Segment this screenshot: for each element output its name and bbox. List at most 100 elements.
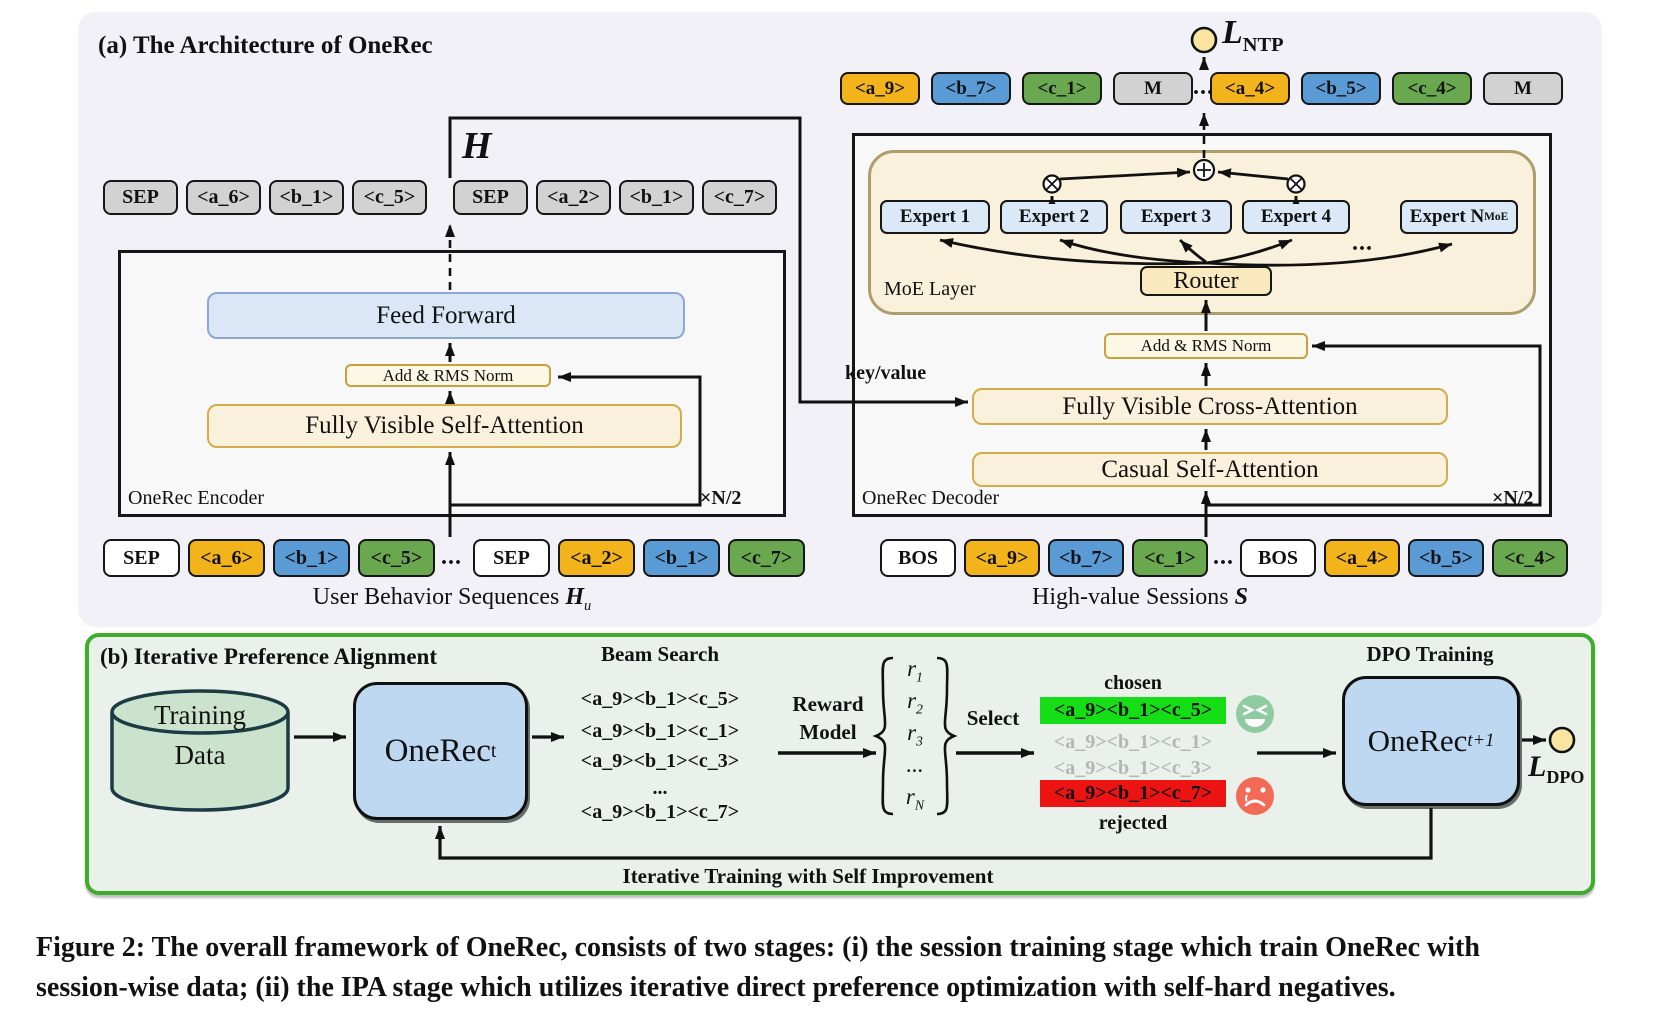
token: <c_1> [1132, 539, 1208, 577]
feed-forward-box: Feed Forward [207, 292, 685, 339]
token: <a_9> [964, 539, 1040, 577]
token: <c_5> [352, 180, 427, 215]
token: <c_7> [728, 539, 805, 577]
onerec-t1-sub: t+1 [1467, 730, 1495, 751]
loss-ntp-sub: NTP [1242, 33, 1284, 56]
token: SEP [473, 539, 550, 577]
encoder-label: OneRec Encoder [128, 487, 265, 509]
expert-1-box: Expert 1 [880, 200, 990, 234]
token: <b_1> [273, 539, 350, 577]
router-box: Router [1140, 266, 1272, 296]
token: <a_9> [840, 72, 920, 105]
caption-line1: Figure 2: The overall framework of OneRe… [36, 932, 1480, 963]
token: SEP [103, 539, 180, 577]
beam-search-title: Beam Search [600, 642, 719, 666]
reward-model-line1: Reward [792, 692, 864, 716]
token: <a_6> [188, 539, 265, 577]
casual-self-attention-box: Casual Self-Attention [972, 452, 1448, 487]
loss-ntp-symbol: L [1222, 14, 1243, 51]
expert-3-box: Expert 3 [1120, 200, 1232, 234]
token: BOS [1240, 539, 1316, 577]
token: <b_1> [269, 180, 344, 215]
encoder-repeat-label: ×N/2 [700, 487, 742, 509]
token: <b_5> [1408, 539, 1484, 577]
iterative-training-label: Iterative Training with Self Improvement [622, 864, 994, 888]
token: <c_4> [1492, 539, 1568, 577]
beam-search-item: <a_9><b_1><c_3> [580, 750, 740, 772]
candidate-neutral: <a_9><b_1><c_3> [1053, 757, 1213, 779]
reward-item: rN [905, 784, 925, 813]
token: <c_4> [1392, 72, 1472, 105]
beam-search-item: <a_9><b_1><c_1> [580, 720, 740, 742]
reward-item: r2 [907, 688, 923, 717]
token: <a_4> [1324, 539, 1400, 577]
candidate-chosen: <a_9><b_1><c_5> [1040, 697, 1226, 724]
decoder-input-text: High-value Sessions [1031, 584, 1235, 610]
chosen-label: chosen [1104, 672, 1162, 694]
token: <b_1> [643, 539, 720, 577]
row-ellipsis: ... [1193, 74, 1214, 100]
token: <c_7> [702, 180, 777, 215]
beam-search-item: <a_9><b_1><c_5> [580, 688, 740, 710]
token: M [1483, 72, 1563, 105]
expert-n-sub: MoE [1484, 211, 1509, 223]
decoder-add-rms-box: Add & RMS Norm [1104, 333, 1308, 359]
candidate-rejected: <a_9><b_1><c_7> [1040, 780, 1226, 807]
select-label: Select [966, 706, 1020, 730]
loss-ntp-label: LNTP [1222, 14, 1284, 57]
panel-a-title: (a) The Architecture of OneRec [98, 32, 433, 59]
decoder-input-math: S [1234, 584, 1248, 610]
onerec-t1-base: OneRec [1367, 723, 1468, 758]
row-ellipsis: ... [441, 544, 462, 570]
key-value-label: key/value [845, 362, 927, 384]
reward-item: r3 [907, 720, 923, 749]
dpo-training-label: DPO Training [1366, 642, 1494, 666]
token: <a_2> [536, 180, 611, 215]
reward-item: ... [906, 752, 924, 777]
token: <b_7> [1048, 539, 1124, 577]
token: <b_1> [619, 180, 694, 215]
token: <c_5> [358, 539, 435, 577]
loss-dpo-label: LDPO [1528, 750, 1584, 788]
decoder-repeat-label: ×N/2 [1492, 487, 1534, 509]
token: <a_4> [1210, 72, 1290, 105]
expert-2-box: Expert 2 [1000, 200, 1108, 234]
row-ellipsis: ... [1213, 544, 1234, 570]
hidden-states-label: H [462, 125, 492, 167]
reward-model-line2: Model [799, 720, 857, 744]
rejected-label: rejected [1098, 812, 1168, 834]
figure-caption: Figure 2: The overall framework of OneRe… [36, 928, 1644, 1008]
token: BOS [880, 539, 956, 577]
token: <a_6> [186, 180, 261, 215]
panel-b-title: (b) Iterative Preference Alignment [100, 644, 438, 669]
token: <b_5> [1301, 72, 1381, 105]
candidate-neutral: <a_9><b_1><c_1> [1053, 731, 1213, 753]
expert-n-base: Expert N [1409, 206, 1485, 227]
cross-attention-box: Fully Visible Cross-Attention [972, 388, 1448, 425]
onerec-t-base: OneRec [384, 732, 491, 769]
beam-search-item: ... [652, 777, 668, 799]
moe-layer-label: MoE Layer [884, 278, 976, 300]
token: M [1113, 72, 1193, 105]
encoder-input-sequence-label: User Behavior Sequences Hu [252, 584, 652, 615]
token: <a_2> [558, 539, 635, 577]
encoder-input-sub: u [584, 597, 592, 614]
training-data-line2: Data [174, 740, 226, 770]
token: <c_1> [1022, 72, 1102, 105]
encoder-input-math: H [565, 584, 585, 610]
reward-item: r1 [907, 656, 923, 685]
loss-dpo-sub: DPO [1546, 767, 1585, 787]
token: <b_7> [931, 72, 1011, 105]
token: SEP [103, 180, 178, 215]
encoder-self-attention-box: Fully Visible Self-Attention [207, 404, 682, 448]
encoder-add-rms-box: Add & RMS Norm [345, 364, 551, 387]
loss-dpo-symbol: L [1528, 750, 1547, 783]
expert-4-box: Expert 4 [1242, 200, 1350, 234]
token: SEP [453, 180, 528, 215]
beam-search-item: <a_9><b_1><c_7> [580, 801, 740, 823]
decoder-label: OneRec Decoder [862, 487, 1000, 509]
